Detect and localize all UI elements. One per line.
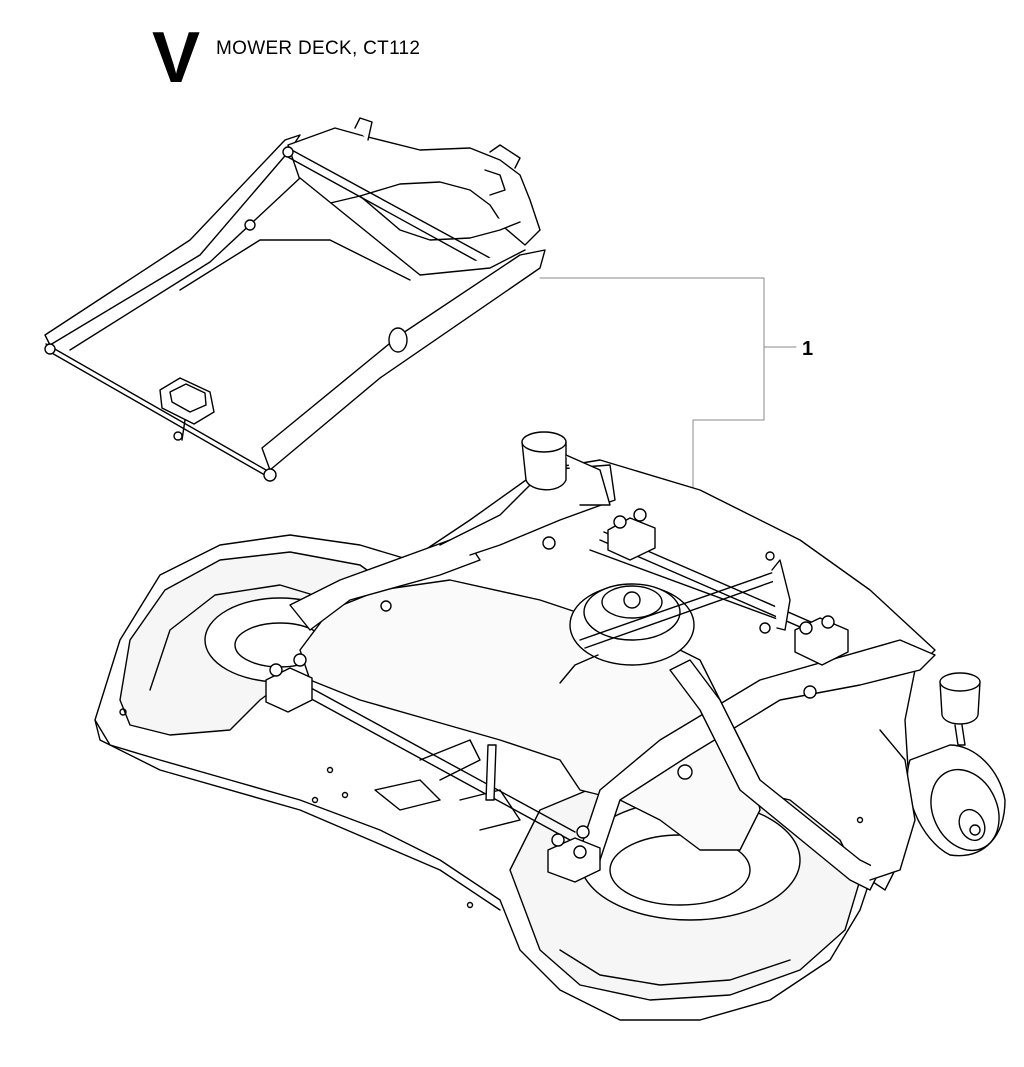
section-letter: V bbox=[152, 18, 201, 98]
rear-gauge-roller bbox=[521, 431, 611, 506]
deck-lift-frame bbox=[44, 117, 546, 482]
page-header: V MOWER DECK, CT112 bbox=[0, 0, 1024, 110]
section-title: MOWER DECK, CT112 bbox=[216, 38, 421, 59]
callout-leader-line bbox=[539, 277, 797, 501]
mounting-hardware bbox=[265, 508, 849, 883]
lift-arms bbox=[289, 464, 936, 861]
anti-scalp-wheel bbox=[906, 672, 1006, 857]
callout-label-1: 1 bbox=[802, 338, 814, 360]
mower-deck-shell bbox=[94, 459, 936, 1021]
deck-edge-trim bbox=[669, 659, 916, 891]
